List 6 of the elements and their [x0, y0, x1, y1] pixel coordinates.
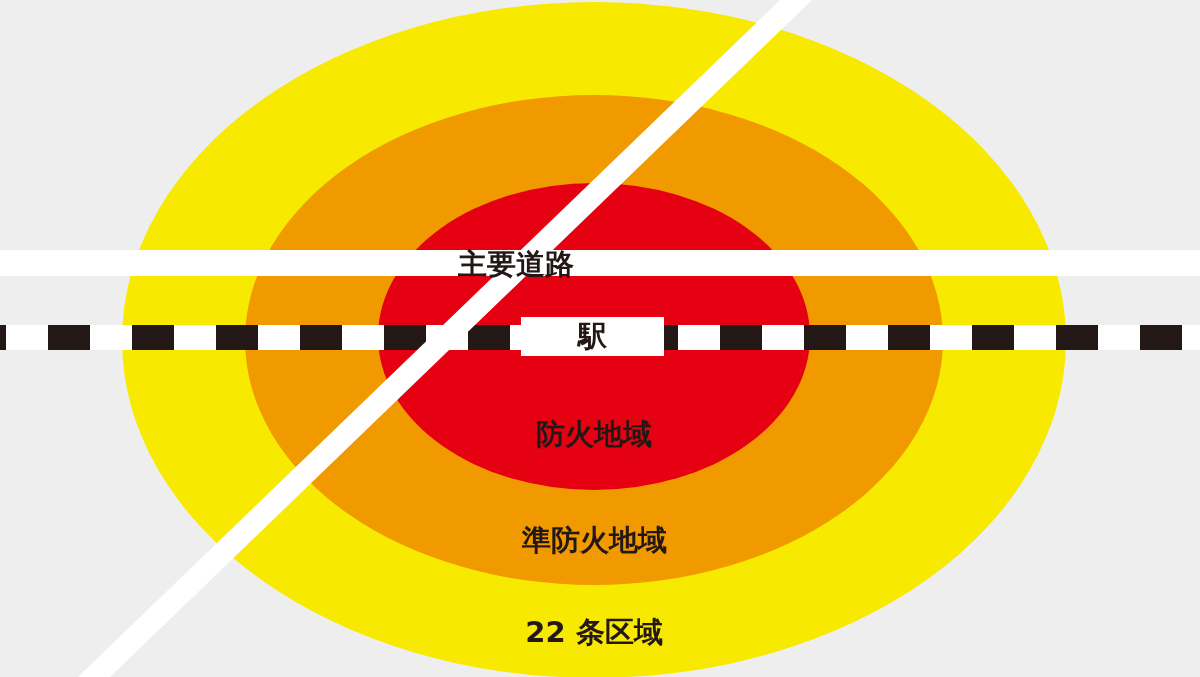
station-label: 駅: [578, 318, 607, 354]
zone-label: 準防火地域: [521, 522, 667, 558]
station-box: [521, 317, 664, 356]
zone-label: 防火地域: [536, 416, 652, 452]
zone-label: 22 条区域: [525, 614, 663, 650]
road-label: 主要道路: [458, 246, 574, 282]
